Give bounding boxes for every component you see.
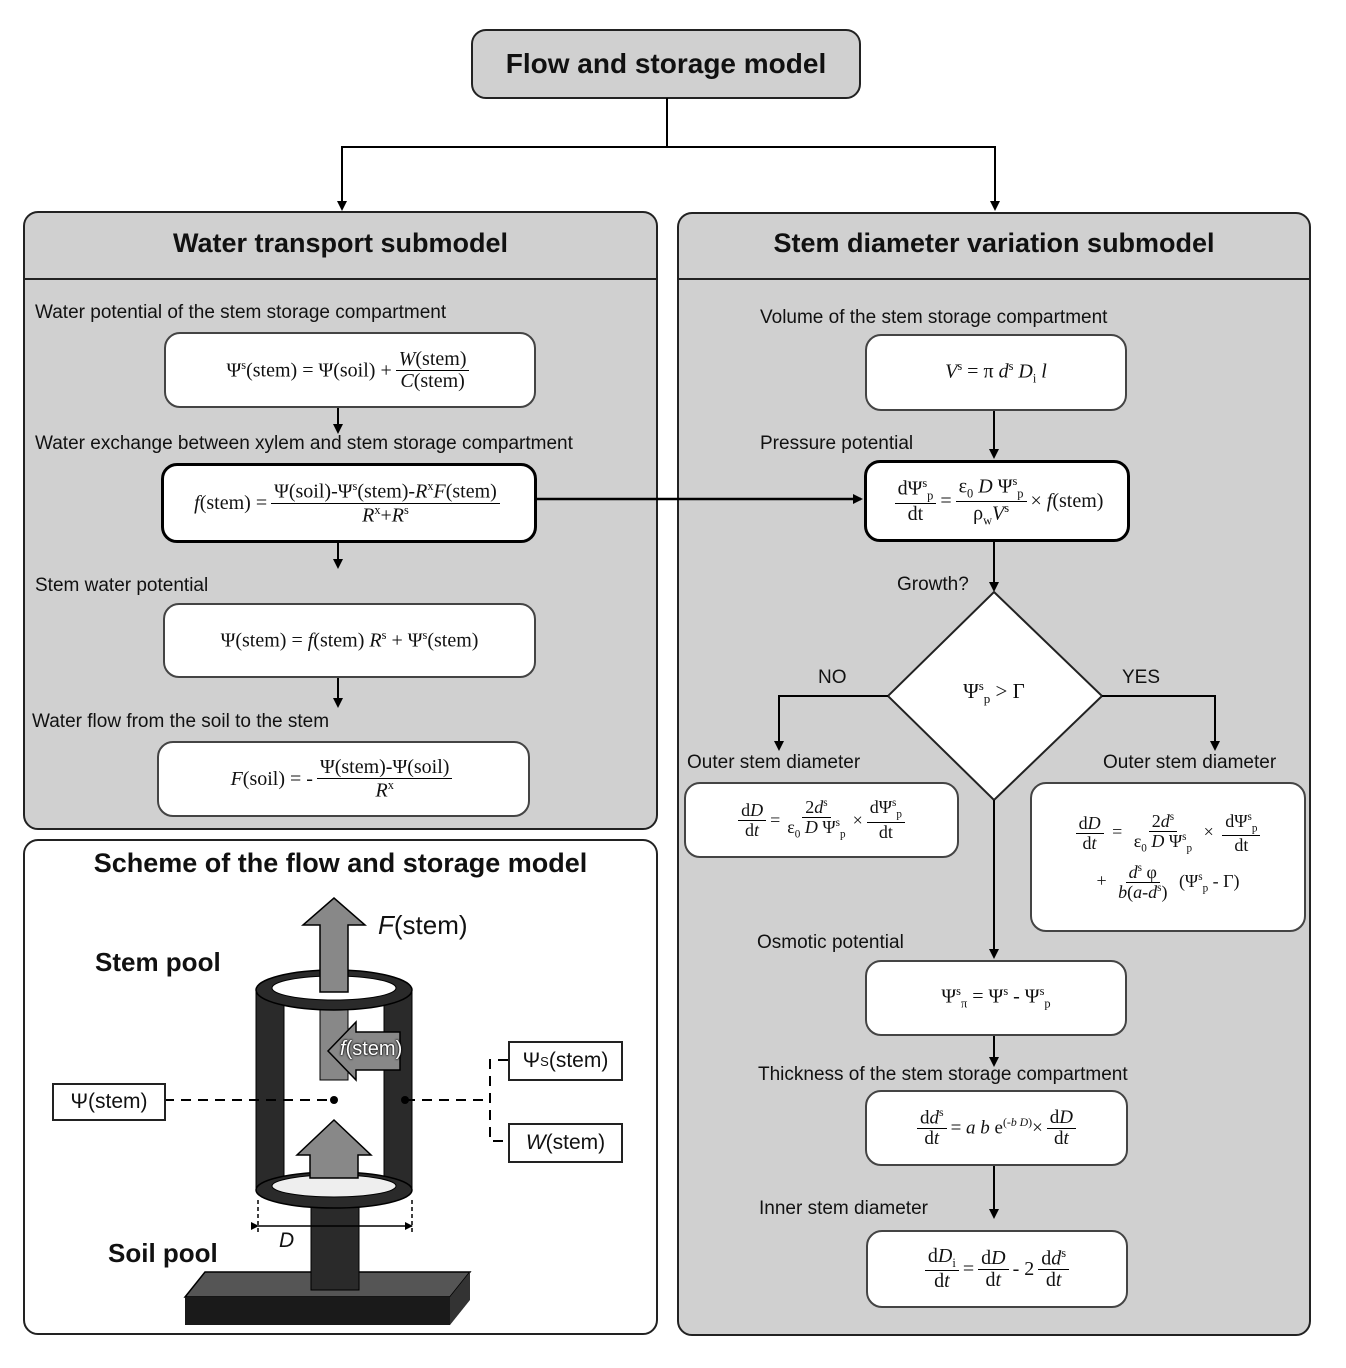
soil-pool-label: Soil pool: [108, 1238, 218, 1268]
soil-flow-equation: F(soil) = - Ψ(stem)-Ψ(soil)Rx: [157, 741, 530, 817]
f-stem-label: f(stem): [340, 1038, 403, 1060]
main-title: Flow and storage model: [505, 48, 827, 79]
no-branch-arrow: [774, 695, 888, 751]
F-stem-text: (stem): [393, 910, 468, 940]
volume-label: Volume of the stem storage compartment: [760, 307, 1108, 328]
volume-equation: Vs = π ds Di l: [865, 334, 1127, 411]
W-stem-box: W(stem): [508, 1123, 623, 1163]
no-label: NO: [818, 667, 847, 688]
osmotic-equation: Ψsπ = Ψs - Ψsp: [865, 960, 1127, 1036]
yes-label: YES: [1122, 667, 1161, 688]
scheme-title: Scheme of the flow and storage model: [93, 848, 588, 878]
osmotic-label: Osmotic potential: [757, 932, 904, 953]
diameter-label: D: [279, 1229, 295, 1252]
soil-flow-label: Water flow from the soil to the stem: [32, 711, 330, 732]
stem-flow-arrow: [300, 897, 368, 993]
psi-s-stem-text: (stem): [548, 1049, 609, 1072]
stem-potential-label: Stem water potential: [35, 575, 209, 596]
growth-label: Growth?: [897, 574, 969, 595]
soil-base-side: [450, 1272, 470, 1325]
exchange-label: Water exchange between xylem and stem st…: [35, 433, 573, 454]
f-stem-text: (stem): [345, 1038, 403, 1060]
cylinder-wall-left: [255, 989, 285, 1191]
yes-branch-arrow: [1102, 695, 1220, 751]
storage-exchange-arrow: [326, 1020, 401, 1082]
pressure-label: Pressure potential: [760, 433, 914, 454]
outer-diameter-yes-label: Outer stem diameter: [1103, 752, 1277, 773]
stem-diameter-title: Stem diameter variation submodel: [773, 228, 1215, 258]
main-right-connector: [667, 146, 1000, 211]
cylinder-wall-right: [383, 989, 413, 1191]
inner-diameter-label: Inner stem diameter: [759, 1198, 928, 1219]
storage-dot: [401, 1096, 409, 1104]
F-stem-label: F(stem): [378, 910, 468, 940]
storage-potential-label: Water potential of the stem storage comp…: [35, 302, 447, 323]
scheme-panel: [23, 839, 658, 1335]
soil-base-front: [185, 1297, 450, 1325]
thickness-label: Thickness of the stem storage compartmen…: [758, 1064, 1128, 1085]
psi-stem-dot: [330, 1096, 338, 1104]
exchange-equation: f(stem) = Ψ(soil)-Ψs(stem)-RxF(stem)Rx+R…: [161, 463, 537, 543]
storage-potential-equation: Ψs(stem) = Ψ(soil) + W(stem)C(stem): [164, 332, 536, 408]
psi-stem-box: Ψ(stem): [52, 1083, 166, 1121]
stem-potential-equation: Ψ(stem) = f(stem) Rs + Ψs(stem): [163, 603, 536, 678]
W-stem-text: (stem): [545, 1131, 606, 1154]
water-transport-title: Water transport submodel: [172, 228, 509, 258]
inner-flow-arrow: [295, 1118, 373, 1179]
scheme-illustration: [164, 897, 508, 1325]
outer-diameter-no-label: Outer stem diameter: [687, 752, 861, 773]
main-split-connector: [337, 98, 668, 211]
decision-condition: Ψsp > Γ: [963, 678, 1025, 707]
stem-pool-label: Stem pool: [95, 947, 221, 977]
storage-bracket: [489, 1059, 508, 1142]
